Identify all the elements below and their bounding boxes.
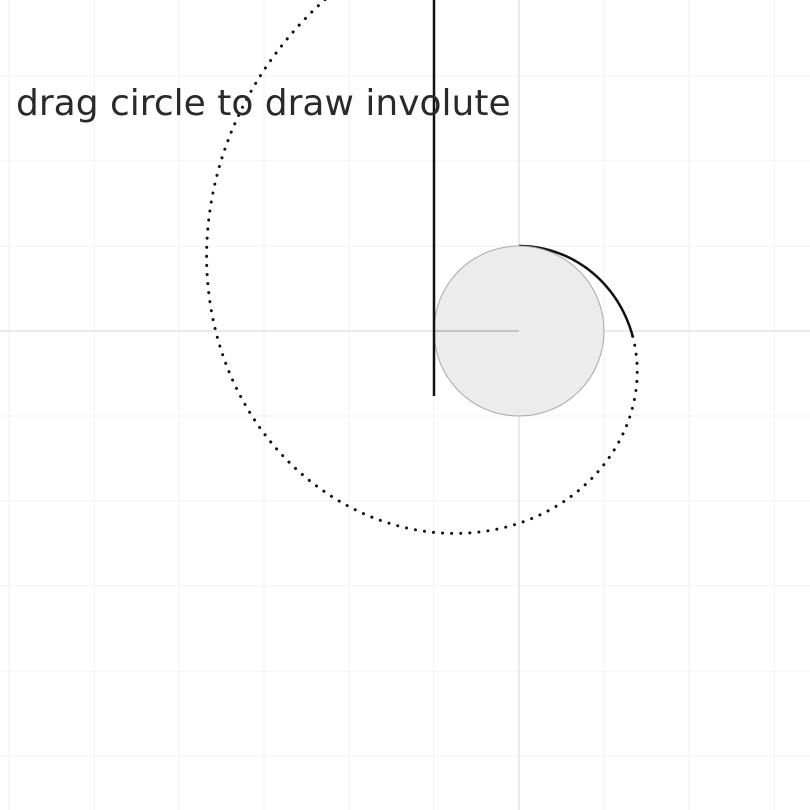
involute-path-dotted — [205, 0, 639, 535]
involute-path-start — [518, 244, 634, 337]
instruction-text: drag circle to draw involute — [16, 83, 511, 124]
